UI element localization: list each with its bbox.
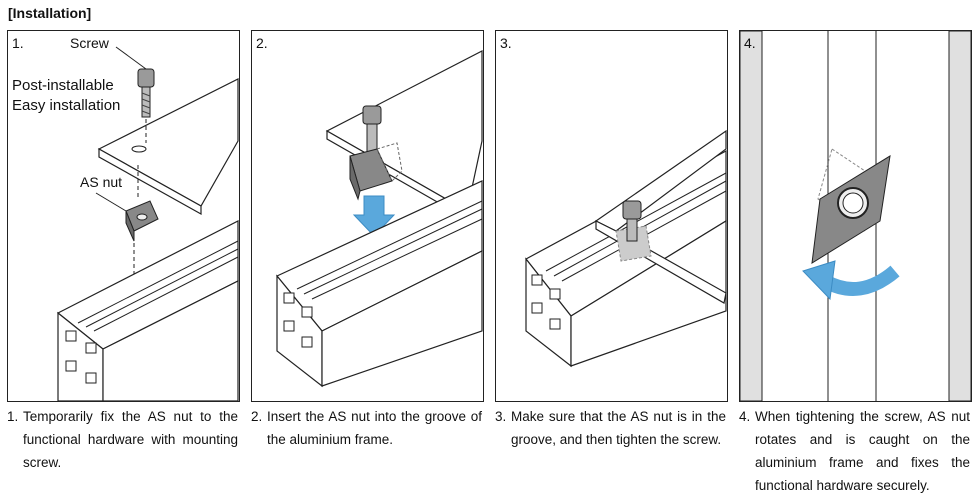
step-2-number: 2. (256, 35, 268, 51)
step-4-caption: 4. When tightening the screw, AS nut rot… (739, 405, 970, 497)
caption-text: Make sure that the AS nut is in the groo… (511, 409, 726, 447)
step-1-caption: 1. Temporarily fix the AS nut to the fun… (7, 405, 238, 474)
step-3-number: 3. (500, 35, 512, 51)
step-1-illustration: 1. Screw Post-installable Easy installat… (7, 30, 240, 402)
step-2-drawing (276, 50, 483, 388)
step-1-drawing (56, 46, 239, 401)
step-1-number: 1. (12, 35, 24, 51)
down-arrow-icon (352, 195, 396, 237)
step-2-illustration: 2. (251, 30, 484, 402)
step-3-illustration: 3. (495, 30, 728, 402)
step-2-caption: 2. Insert the AS nut into the groove of … (251, 405, 482, 451)
caption-number: 1. (7, 409, 19, 424)
screw-label: Screw (70, 35, 109, 51)
as-nut-label: AS nut (80, 174, 123, 190)
rotate-arrow-icon (821, 265, 900, 296)
caption-number: 4. (739, 409, 751, 424)
caption-text: When tightening the screw, AS nut rotate… (755, 409, 970, 493)
section-title: [Installation] (8, 5, 92, 21)
caption-number: 2. (251, 409, 263, 424)
caption-number: 3. (495, 409, 507, 424)
post-installable-label: Post-installable (12, 77, 114, 94)
step-4-drawing (740, 31, 971, 401)
step-4-illustration: 4. (739, 30, 972, 402)
caption-text: Insert the AS nut into the groove of the… (267, 409, 482, 447)
step-4-number: 4. (744, 35, 756, 51)
caption-text: Temporarily fix the AS nut to the functi… (23, 409, 238, 470)
easy-installation-label: Easy installation (12, 97, 121, 114)
step-3-drawing (525, 129, 727, 368)
step-3-caption: 3. Make sure that the AS nut is in the g… (495, 405, 726, 451)
